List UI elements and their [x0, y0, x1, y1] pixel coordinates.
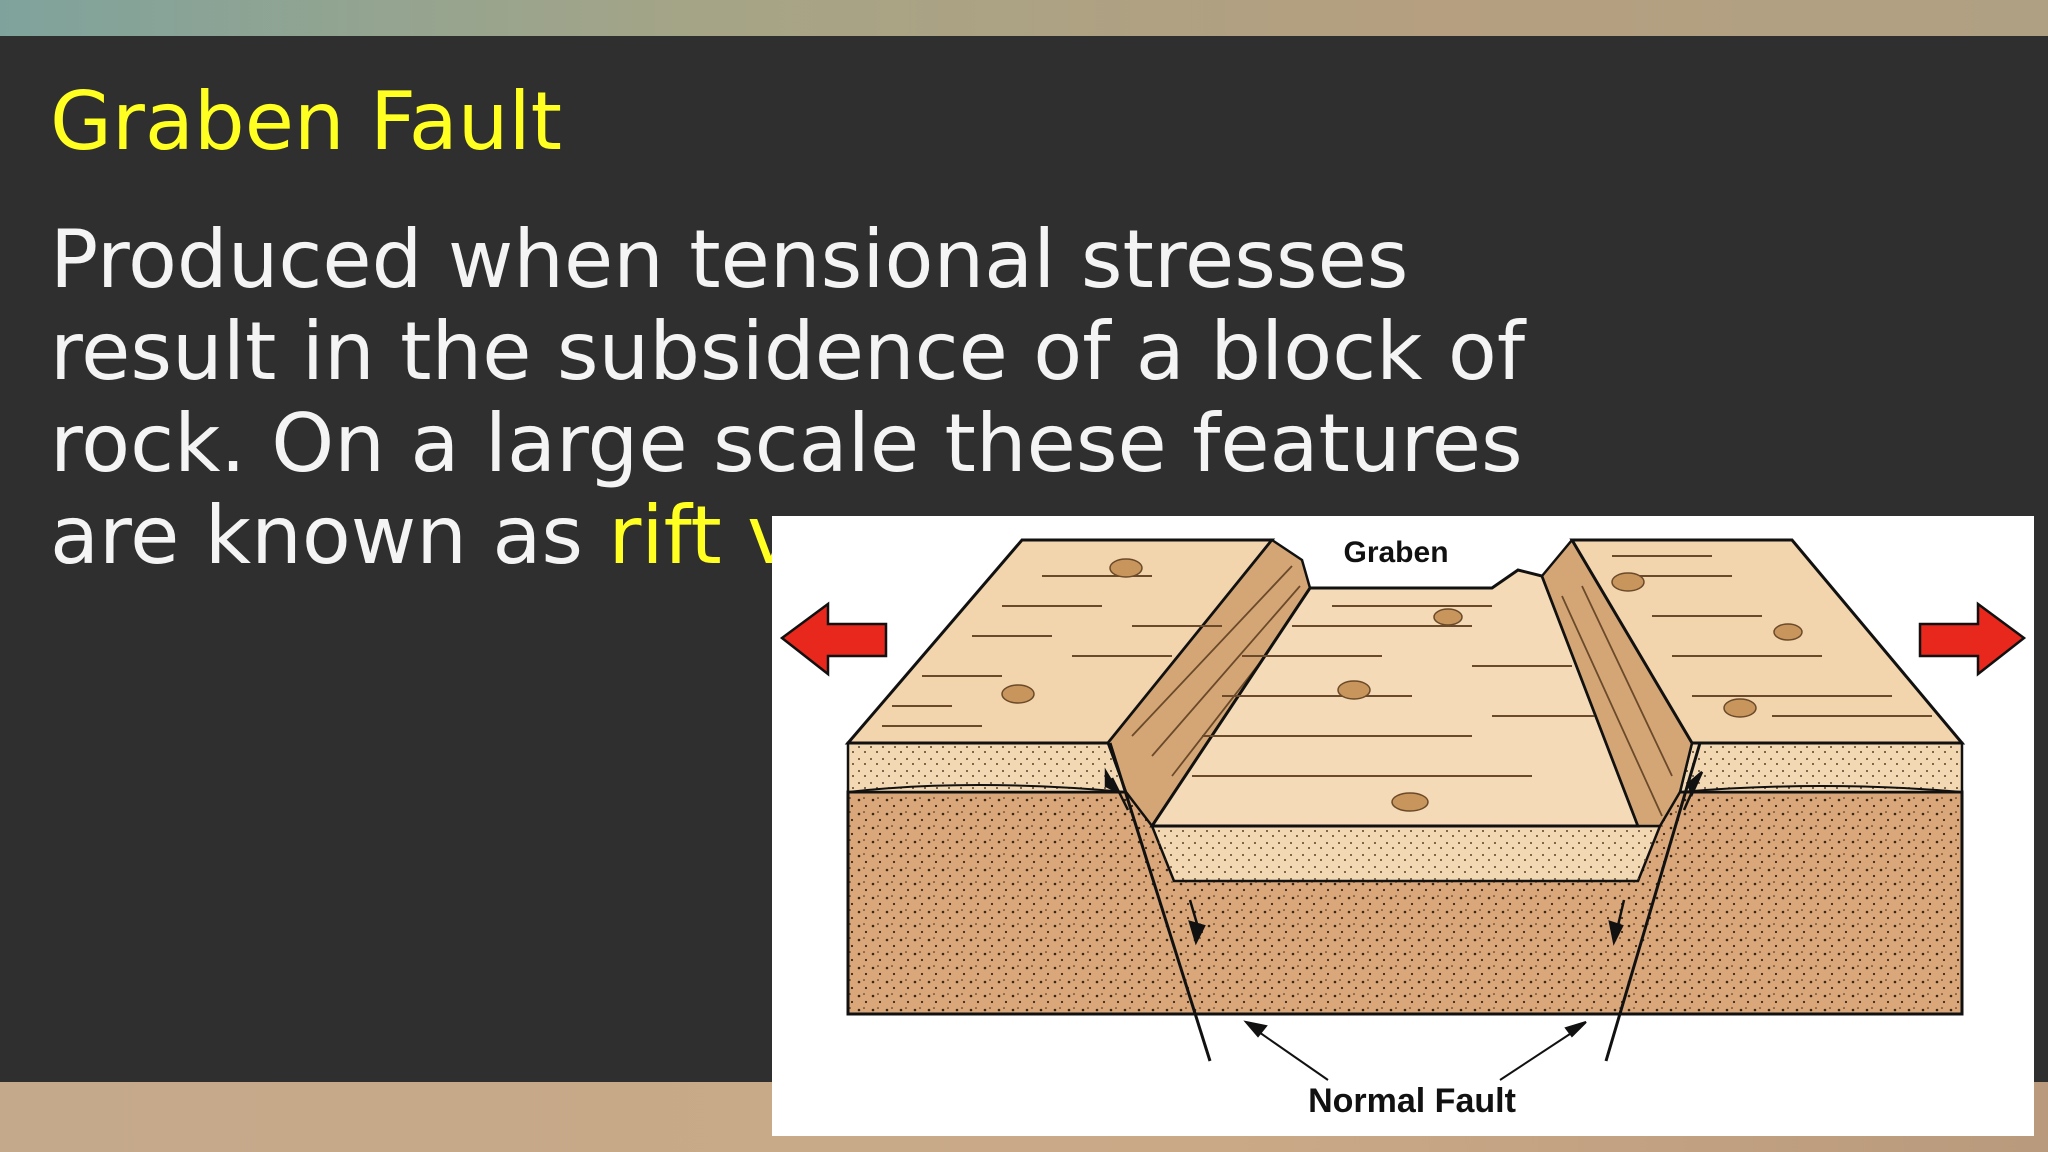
highlighted-term: rift v	[608, 489, 795, 582]
right-tension-arrow	[1918, 601, 2027, 677]
fossil-markings	[1001, 558, 1803, 812]
normal-fault-label: Normal Fault	[1308, 1082, 1516, 1120]
slide-title: Graben Fault	[50, 75, 563, 168]
graben-diagram: Graben Normal Fault	[772, 516, 2034, 1136]
label-leaders	[1243, 1020, 1587, 1081]
body-text: Produced when tensional stresses result …	[50, 213, 1526, 582]
slide-body: Produced when tensional stresses result …	[50, 214, 1570, 582]
fault-motion-arrows	[1104, 767, 1704, 946]
graben-label: Graben	[1343, 536, 1448, 569]
graben-illustration: Graben Normal Fault	[779, 536, 2027, 1120]
right-block	[1540, 538, 1966, 828]
left-tension-arrow	[779, 601, 888, 677]
fault-lines	[1108, 742, 1702, 1062]
tension-arrows	[779, 601, 2027, 677]
